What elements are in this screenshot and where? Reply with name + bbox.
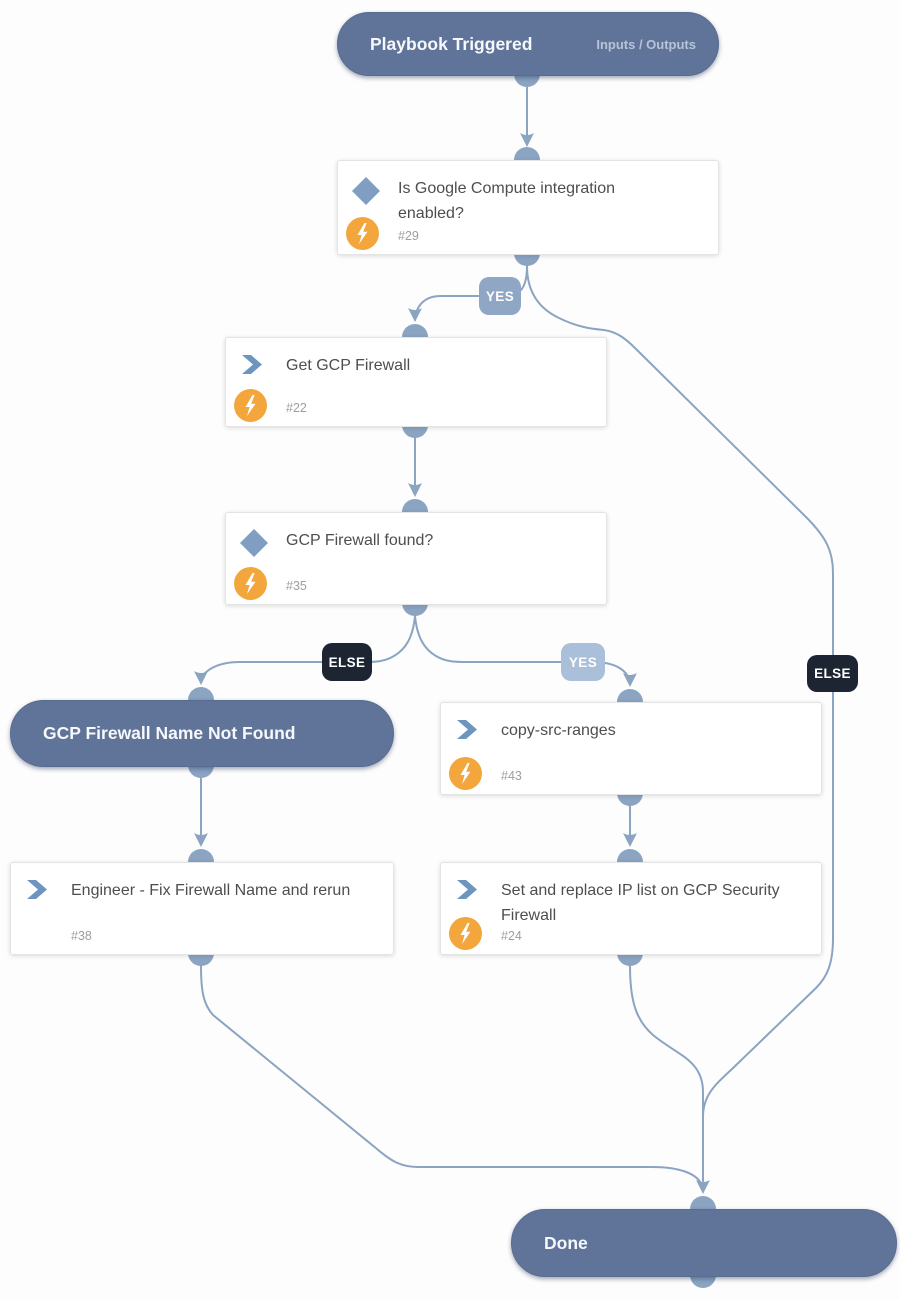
edge-label-yes: YES: [479, 277, 521, 315]
edge-task38-to-done: [200, 965, 703, 1187]
edge-cond29-else: [526, 265, 834, 1182]
node-copy-src-ranges[interactable]: copy-src-ranges #43: [440, 702, 822, 795]
chevron-icon: [24, 878, 54, 906]
arrow-icon: [194, 833, 208, 847]
edge-label-else: ELSE: [322, 643, 372, 681]
task-id: #29: [398, 229, 419, 243]
node-condition-35[interactable]: GCP Firewall found? #35: [225, 512, 607, 605]
node-title: Playbook Triggered: [370, 33, 533, 54]
node-title: Engineer - Fix Firewall Name and rerun: [71, 882, 351, 899]
chevron-icon: [454, 718, 484, 746]
task-id: #22: [286, 401, 307, 415]
edge-cond29-yes: [414, 265, 528, 321]
diamond-icon: [351, 176, 381, 205]
task-id: #43: [501, 769, 522, 783]
task-id: #24: [501, 929, 522, 943]
arrow-icon: [623, 673, 637, 687]
node-title: Done: [544, 1232, 588, 1253]
edge-task24-to-done: [629, 965, 704, 1182]
arrowheads: [194, 133, 710, 1194]
node-get-gcp-firewall[interactable]: Get GCP Firewall #22: [225, 337, 607, 427]
lightning-icon: [234, 389, 267, 422]
chevron-icon: [239, 353, 269, 381]
arrow-icon: [623, 833, 637, 847]
node-set-replace-ip-list[interactable]: Set and replace IP list on GCP Security …: [440, 862, 822, 955]
lightning-icon: [449, 757, 482, 790]
arrow-icon: [194, 671, 208, 685]
node-title: GCP Firewall Name Not Found: [43, 723, 296, 743]
edge-cond35-yes: [414, 615, 631, 685]
chevron-icon: [454, 878, 484, 906]
lightning-icon: [234, 567, 267, 600]
node-done[interactable]: Done: [511, 1209, 897, 1277]
node-title: Set and replace IP list on GCP Security …: [501, 882, 780, 924]
node-engineer-fix-firewall-name[interactable]: Engineer - Fix Firewall Name and rerun #…: [10, 862, 394, 955]
inputs-outputs-button[interactable]: Inputs / Outputs: [596, 36, 696, 52]
diamond-icon: [239, 528, 269, 557]
task-id: #35: [286, 579, 307, 593]
node-title: Get GCP Firewall: [286, 357, 411, 374]
arrow-icon: [408, 483, 422, 497]
lightning-icon: [346, 217, 379, 250]
arrow-icon: [408, 308, 422, 322]
edge-label-yes: YES: [561, 643, 605, 681]
lightning-icon: [449, 917, 482, 950]
edge-label-else: ELSE: [807, 655, 858, 692]
edge-cond35-else: [200, 615, 416, 683]
node-title: copy-src-ranges: [501, 722, 616, 739]
arrow-icon: [696, 1180, 710, 1194]
node-title: GCP Firewall found?: [286, 532, 434, 549]
node-title: Is Google Compute integration enabled?: [398, 180, 616, 222]
arrow-icon: [520, 133, 534, 147]
task-id: #38: [71, 929, 92, 943]
node-playbook-triggered[interactable]: Playbook Triggered Inputs / Outputs: [337, 12, 719, 76]
node-condition-29[interactable]: Is Google Compute integration enabled? #…: [337, 160, 719, 255]
node-gcp-firewall-name-not-found[interactable]: GCP Firewall Name Not Found: [10, 700, 394, 767]
